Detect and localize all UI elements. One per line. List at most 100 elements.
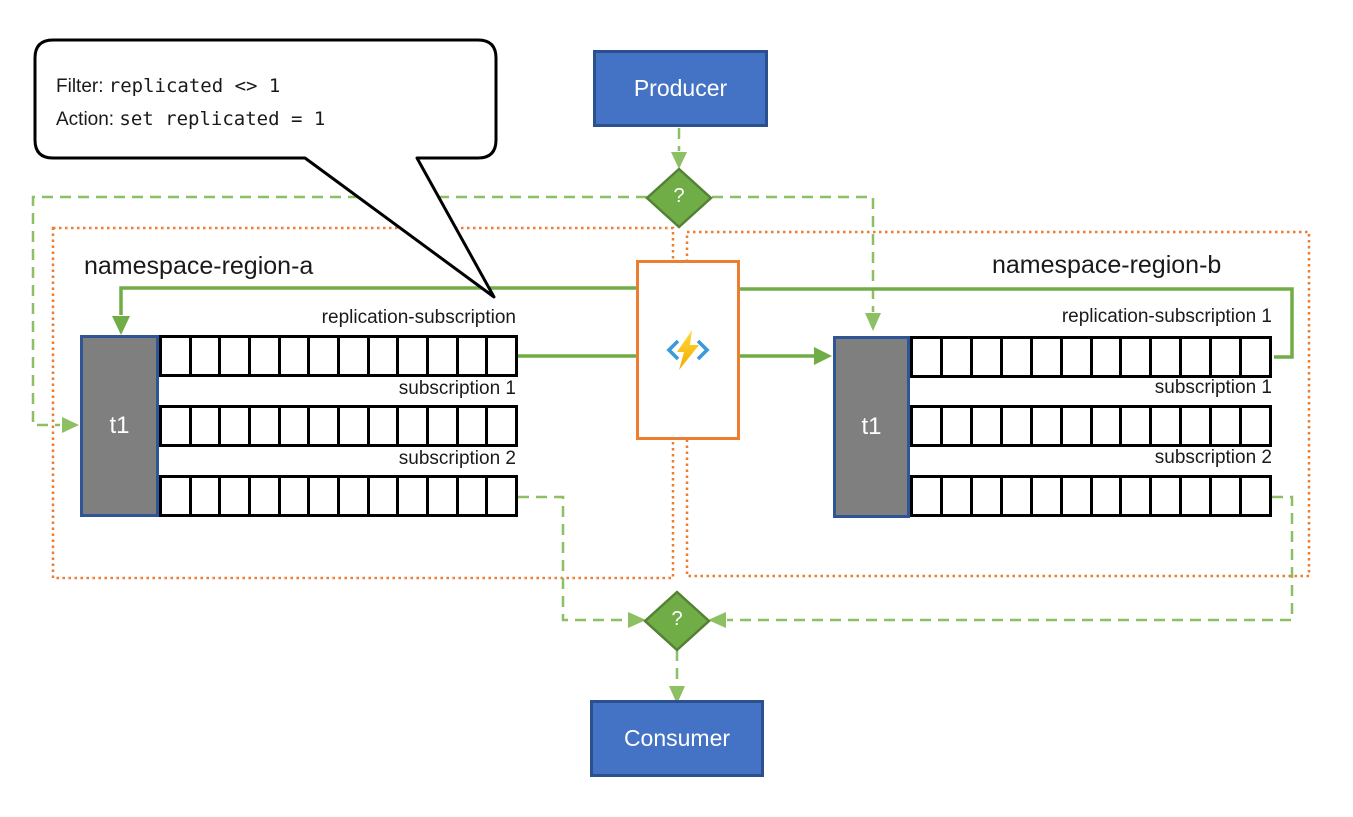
queue-cell [1003,408,1033,444]
queue-cell [459,408,489,444]
queue-cell [281,408,311,444]
queue-cell [221,408,252,444]
arrowhead-into-topic-b-left [814,347,832,365]
queue-cell [1063,408,1093,444]
region-a-replication-subscription-label: replication-subscription [321,307,516,328]
queue-cell [1033,478,1063,514]
queue-cell [370,478,400,514]
region-a-subscription1-queue [159,405,518,447]
sub2-a-to-router-line [518,495,627,622]
queue-cell [943,408,973,444]
queue-cell [1152,478,1183,514]
queue-cell [913,408,943,444]
queue-cell [429,338,459,374]
replication-sub-b-to-function-line [740,287,1294,359]
queue-cell [340,338,370,374]
queue-cell [251,408,281,444]
queue-cell [1182,408,1213,444]
queue-cell [1182,478,1213,514]
lightning-bolt-glyph [677,330,699,370]
region-b-replication-subscription-queue [910,336,1272,378]
region-b-subscription1-label: subscription 1 [1154,377,1272,398]
queue-cell [310,408,341,444]
queue-cell [1122,408,1153,444]
router-to-topic-a-line [31,195,647,427]
queue-cell [192,408,222,444]
arrowhead-into-top-router [671,152,687,169]
queue-cell [1122,339,1153,375]
region-b-topic: t1 [833,336,910,518]
queue-cell [973,478,1003,514]
queue-cell [1093,478,1123,514]
arrowhead-into-consumer [669,686,685,704]
queue-cell [1212,408,1243,444]
producer-node: Producer [593,50,768,127]
queue-cell [340,408,370,444]
region-a-subscription2-queue [159,475,518,517]
queue-cell [1093,408,1123,444]
azure-functions-icon [666,330,710,370]
bottom-router-label: ? [671,608,683,630]
queue-cell [459,338,489,374]
queue-cell [281,478,311,514]
right-bracket-glyph [696,339,710,361]
queue-cell [1093,339,1123,375]
queue-cell [251,338,281,374]
queue-cell [943,478,973,514]
region-a-title: namespace-region-a [84,252,314,280]
queue-cell [1003,478,1033,514]
router-to-topic-b-line [712,195,875,312]
queue-cell [1063,478,1093,514]
callout-action-label: Action: [56,109,115,130]
arrowhead-into-bottom-router-right [708,612,726,628]
consumer-node: Consumer [590,700,764,777]
callout-filter-code: replicated <> 1 [108,75,281,97]
region-b-replication-subscription-label: replication-subscription 1 [1061,306,1272,327]
arrowhead-into-topic-a-top [112,316,130,335]
left-bracket-glyph [666,339,680,361]
queue-cell [1033,408,1063,444]
arrowhead-into-topic-a [62,417,79,433]
callout-text: Filter: replicated <> 1 Action: set repl… [56,70,325,136]
queue-cell [1212,478,1243,514]
queue-cell [370,338,400,374]
function-to-topic-a-line [119,286,636,315]
queue-cell [429,478,459,514]
queue-cell [251,478,281,514]
producer-label: Producer [633,75,728,101]
queue-cell [310,478,341,514]
queue-cell [973,408,1003,444]
queue-cell [1212,339,1243,375]
callout-action-line: Action: set replicated = 1 [56,103,325,136]
callout-filter-label: Filter: [56,76,104,97]
queue-cell [429,408,459,444]
top-router-diamond [645,167,713,229]
queue-cell [1063,339,1093,375]
queue-cell [459,478,489,514]
region-a-subscription2-label: subscription 2 [398,448,516,469]
queue-cell [399,408,430,444]
region-b-title: namespace-region-b [992,251,1222,279]
queue-cell [192,478,222,514]
callout-filter-line: Filter: replicated <> 1 [56,70,325,103]
queue-cell [162,408,192,444]
queue-cell [221,338,252,374]
callout-action-code: set replicated = 1 [119,108,326,130]
queue-cell [162,338,192,374]
queue-cell [1182,339,1213,375]
region-a-boundary [51,226,675,580]
region-b-subscription2-label: subscription 2 [1154,447,1272,468]
queue-cell [192,338,222,374]
queue-cell [281,338,311,374]
queue-cell [370,408,400,444]
queue-cell [399,338,430,374]
sub2-b-to-router-line [727,495,1294,622]
queue-cell [943,339,973,375]
queue-cell [1122,478,1153,514]
queue-cell [913,339,943,375]
queue-cell [913,478,943,514]
queue-cell [310,338,341,374]
